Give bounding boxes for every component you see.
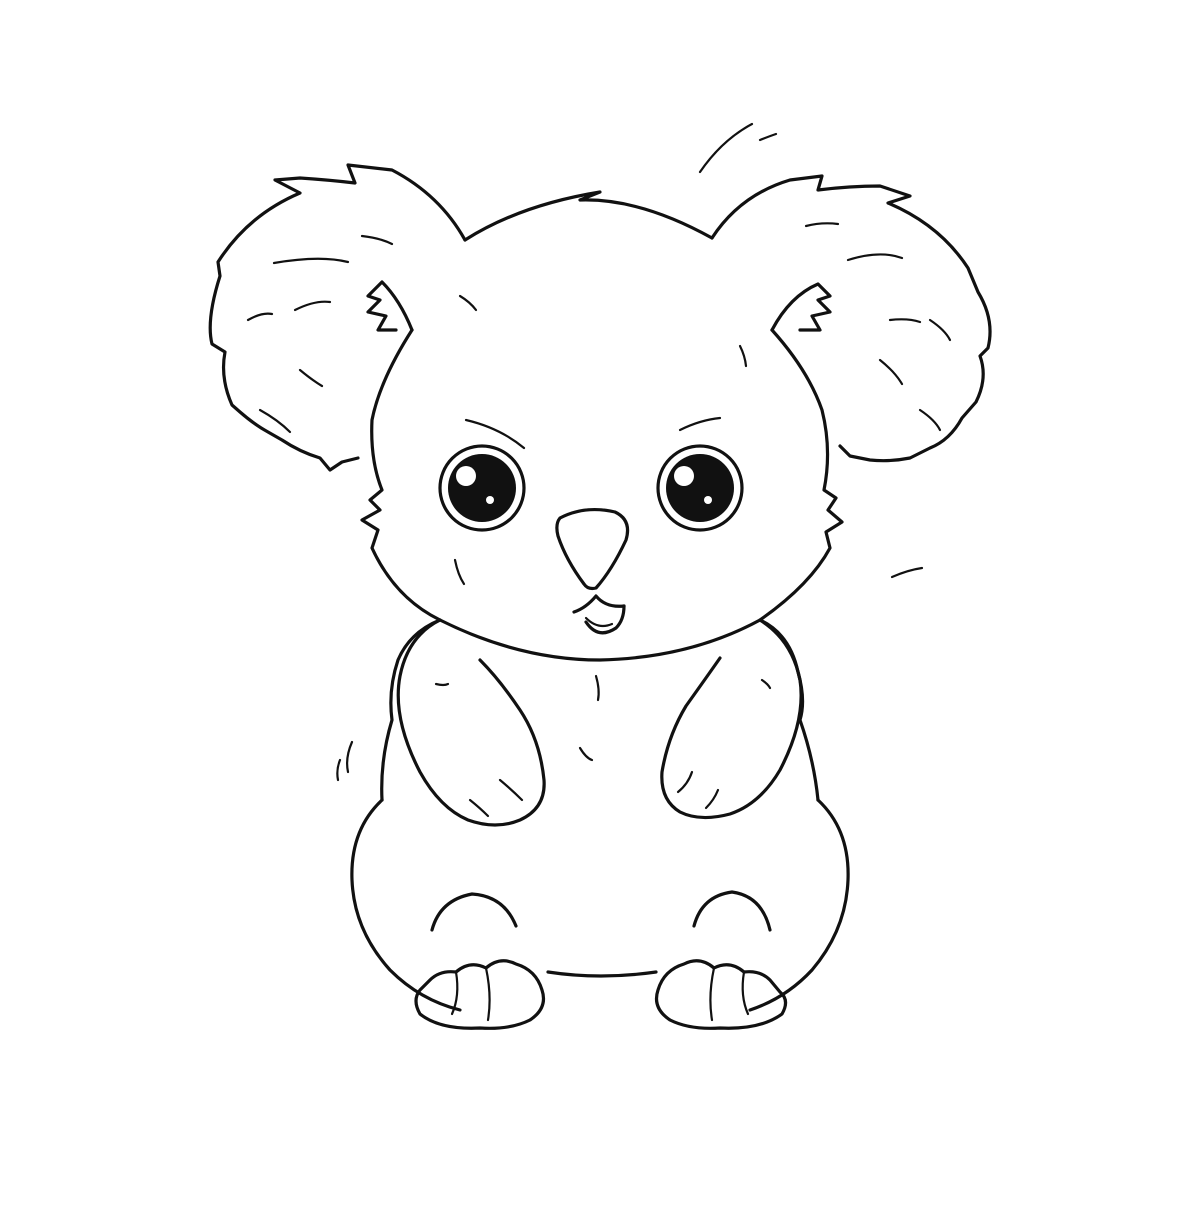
body-bottom: [546, 970, 658, 978]
right-arm: [660, 618, 803, 820]
right-ear: [710, 174, 992, 463]
koala-body: [380, 618, 820, 802]
right-leg: [654, 798, 850, 1030]
left-arm: [396, 618, 546, 827]
left-ear: [208, 163, 467, 472]
left-eye: [438, 444, 526, 532]
koala-head: [360, 190, 844, 662]
motion-lines: [336, 122, 924, 782]
koala-nose: [555, 507, 630, 591]
right-eye: [656, 444, 744, 532]
left-leg: [350, 798, 546, 1030]
eyebrows: [464, 416, 722, 450]
koala-mouth: [572, 594, 626, 635]
